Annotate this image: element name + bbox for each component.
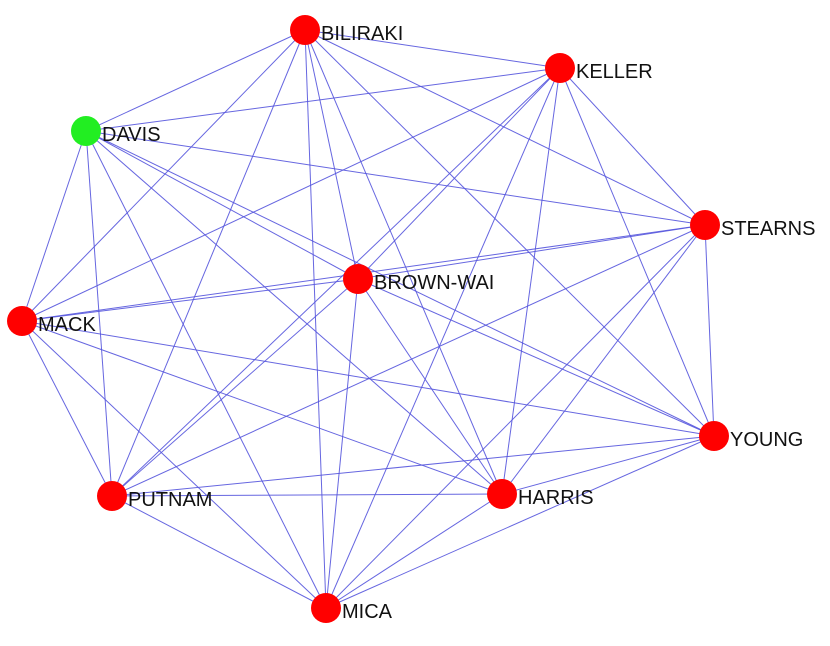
edge-brown-wai-young [357, 278, 715, 437]
graph-nodes [7, 15, 729, 623]
node-label-davis: DAVIS [102, 124, 161, 146]
node-putnam[interactable] [97, 481, 127, 511]
edge-keller-brown-wai [357, 67, 561, 280]
node-label-putnam: PUTNAM [128, 489, 212, 511]
node-stearns[interactable] [690, 210, 720, 240]
edge-mack-young [21, 320, 715, 437]
edge-stearns-harris [501, 224, 706, 495]
node-label-keller: KELLER [576, 61, 653, 83]
edge-davis-mica [85, 130, 327, 609]
edge-putnam-harris [111, 493, 503, 497]
graph-labels: BILIRAKI KELLER DAVIS STEARNS BROWN-WAI MACK Y… [38, 23, 815, 623]
graph-edges [21, 29, 715, 609]
edge-keller-stearns [559, 67, 706, 226]
edge-biliraki-mack [21, 29, 306, 322]
node-label-biliraki: BILIRAKI [321, 23, 403, 45]
edge-davis-putnam [85, 130, 113, 497]
node-label-harris: HARRIS [518, 487, 594, 509]
edge-mack-putnam [21, 320, 113, 497]
edge-young-harris [501, 435, 715, 495]
edge-keller-harris [501, 67, 561, 495]
edge-stearns-mica [325, 224, 706, 609]
edge-putnam-mica [111, 495, 327, 609]
edge-biliraki-stearns [304, 29, 706, 226]
edge-davis-brown-wai [85, 130, 359, 280]
node-label-mica: MICA [342, 601, 393, 623]
node-label-young: YOUNG [730, 429, 803, 451]
node-label-mack: MACK [38, 314, 96, 336]
edge-biliraki-keller [304, 29, 561, 69]
edge-biliraki-young [304, 29, 715, 437]
edge-biliraki-mica [304, 29, 327, 609]
edge-davis-stearns [85, 130, 706, 226]
node-label-stearns: STEARNS [721, 218, 815, 240]
edge-davis-young [85, 130, 715, 437]
node-mica[interactable] [311, 593, 341, 623]
edge-biliraki-brown-wai [304, 29, 359, 280]
edge-biliraki-harris [304, 29, 503, 495]
edge-biliraki-davis [85, 29, 306, 132]
edge-stearns-brown-wai [357, 224, 706, 280]
edge-harris-mica [325, 493, 503, 609]
edge-keller-davis [85, 67, 561, 132]
node-harris[interactable] [487, 479, 517, 509]
node-brown-wai[interactable] [343, 264, 373, 294]
node-label-brown-wai: BROWN-WAI [374, 272, 494, 294]
edge-davis-mack [21, 130, 87, 322]
node-keller[interactable] [545, 53, 575, 83]
edge-brown-wai-putnam [111, 278, 359, 497]
edge-brown-wai-harris [357, 278, 503, 495]
edge-keller-mack [21, 67, 561, 322]
edge-mack-harris [21, 320, 503, 495]
node-young[interactable] [699, 421, 729, 451]
node-mack[interactable] [7, 306, 37, 336]
edge-mack-mica [21, 320, 327, 609]
edge-brown-wai-mack [21, 278, 359, 322]
edge-young-putnam [111, 435, 715, 497]
edge-stearns-putnam [111, 224, 706, 497]
edge-stearns-young [704, 224, 715, 437]
edge-biliraki-putnam [111, 29, 306, 497]
edge-davis-harris [85, 130, 503, 495]
node-davis[interactable] [71, 116, 101, 146]
edge-young-mica [325, 435, 715, 609]
edge-keller-mica [325, 67, 561, 609]
edge-keller-young [559, 67, 715, 437]
edge-brown-wai-mica [325, 278, 359, 609]
node-biliraki[interactable] [290, 15, 320, 45]
